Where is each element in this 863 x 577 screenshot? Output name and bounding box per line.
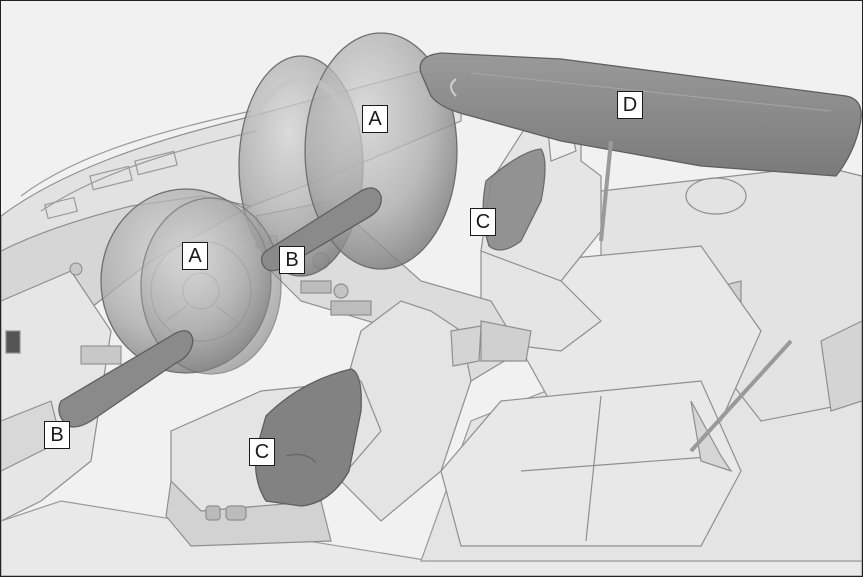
label-passenger-side-airbag: C bbox=[470, 208, 496, 236]
label-driver-knee-airbag: B bbox=[44, 421, 70, 449]
label-driver-front-airbag: A bbox=[182, 242, 208, 270]
label-curtain-shield-airbag: D bbox=[617, 91, 643, 119]
label-passenger-front-airbag: A bbox=[362, 105, 388, 133]
label-driver-side-airbag: C bbox=[249, 438, 275, 466]
label-passenger-knee-airbag: B bbox=[279, 246, 305, 274]
